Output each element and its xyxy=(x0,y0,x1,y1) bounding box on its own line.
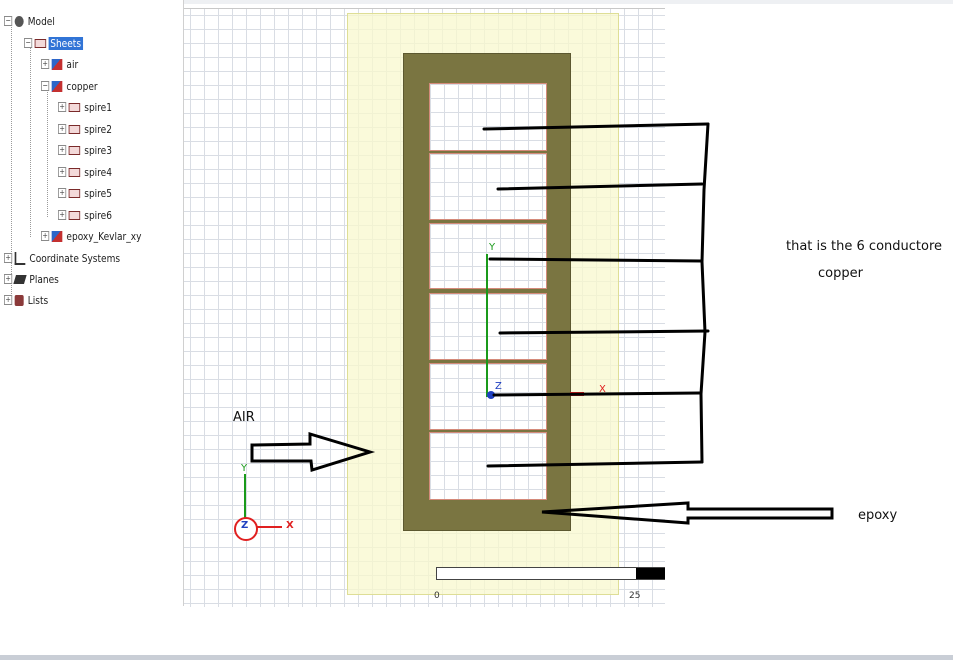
spire-1[interactable] xyxy=(429,83,547,151)
annotation-copper: copper xyxy=(818,266,863,281)
callout-line-2 xyxy=(496,182,704,191)
tree-label: spire1 xyxy=(84,100,112,114)
sheet-icon xyxy=(68,210,81,220)
material-icon xyxy=(51,80,63,92)
tree-label: Model xyxy=(27,14,55,28)
annotation-air: AIR xyxy=(233,410,255,425)
callout-line-6 xyxy=(486,460,704,468)
tree-label: Planes xyxy=(29,272,59,286)
callout-bracket xyxy=(699,122,710,464)
collapse-icon[interactable]: − xyxy=(41,81,50,91)
air-arrow xyxy=(250,431,376,472)
sheet-icon xyxy=(68,124,81,134)
sheet-icon xyxy=(68,188,81,198)
tree-node-planes[interactable]: + Planes xyxy=(4,270,61,288)
tree-node-sheets[interactable]: − Sheets xyxy=(24,34,83,52)
triad-x-label: X xyxy=(286,520,294,531)
tree-node-coordinate-systems[interactable]: + Coordinate Systems xyxy=(4,249,122,267)
annotation-epoxy: epoxy xyxy=(858,508,898,523)
tree-label: Lists xyxy=(27,293,49,307)
epoxy-arrow xyxy=(541,501,834,525)
z-axis-label: Z xyxy=(495,381,502,392)
sheet-icon xyxy=(68,167,81,177)
callout-line-3 xyxy=(488,257,704,263)
tree-guide xyxy=(30,40,31,237)
scale-label-start: 0 xyxy=(434,591,440,601)
expand-icon[interactable]: + xyxy=(4,295,13,305)
y-axis-line xyxy=(486,254,488,397)
spire-2[interactable] xyxy=(429,153,547,220)
tree-guide xyxy=(11,19,12,302)
triad-z-label: Z xyxy=(241,520,249,531)
x-axis-label: X xyxy=(599,384,606,395)
tree-node-spire3[interactable]: + spire3 xyxy=(58,141,114,159)
expand-icon[interactable]: + xyxy=(4,253,13,263)
sheet-icon xyxy=(68,145,81,155)
expand-icon[interactable]: + xyxy=(58,167,67,177)
expand-icon[interactable]: + xyxy=(58,102,67,112)
tree-label: spire4 xyxy=(84,165,112,179)
expand-icon[interactable]: + xyxy=(58,210,67,220)
tree-node-copper[interactable]: − copper xyxy=(41,77,99,95)
tree-node-epoxy[interactable]: + epoxy_Kevlar_xy xyxy=(41,227,143,245)
y-axis-label: Y xyxy=(489,242,496,253)
tree-label: spire5 xyxy=(84,186,112,200)
expand-icon[interactable]: + xyxy=(58,188,67,198)
expand-icon[interactable]: + xyxy=(58,145,67,155)
callout-line-4 xyxy=(498,329,710,335)
model-tree[interactable]: − Model − Sheets + air − copper + spire1… xyxy=(0,0,184,606)
material-icon xyxy=(51,58,63,70)
tree-label: epoxy_Kevlar_xy xyxy=(66,229,142,243)
annotation-conductors: that is the 6 conductore xyxy=(786,239,943,254)
spire-3[interactable] xyxy=(429,223,547,289)
tree-node-spire6[interactable]: + spire6 xyxy=(58,206,114,224)
window-bottom-strip xyxy=(0,655,953,660)
expand-icon[interactable]: + xyxy=(4,274,13,284)
collapse-icon[interactable]: − xyxy=(24,38,33,48)
z-axis-dot xyxy=(487,391,495,399)
callout-line-1 xyxy=(482,122,710,131)
tree-node-spire5[interactable]: + spire5 xyxy=(58,184,114,202)
tree-node-spire1[interactable]: + spire1 xyxy=(58,98,114,116)
collapse-icon[interactable]: − xyxy=(4,16,13,26)
tree-node-lists[interactable]: + Lists xyxy=(4,291,50,309)
callout-line-5 xyxy=(492,391,702,397)
tree-label: spire2 xyxy=(84,122,112,136)
triad-origin xyxy=(234,517,258,541)
triad-y-label: Y xyxy=(241,463,248,474)
tree-label: spire3 xyxy=(84,143,112,157)
sheet-icon xyxy=(68,102,81,112)
triad-y-axis xyxy=(244,474,246,524)
tree-label: copper xyxy=(66,79,98,93)
model-icon xyxy=(14,15,24,27)
lists-icon xyxy=(14,294,24,306)
expand-icon[interactable]: + xyxy=(58,124,67,134)
material-icon xyxy=(51,230,63,242)
spire-4[interactable] xyxy=(429,293,547,360)
triad-x-axis xyxy=(256,526,282,528)
tree-label: air xyxy=(66,57,79,71)
tree-label: Coordinate Systems xyxy=(29,251,121,265)
tree-node-spire4[interactable]: + spire4 xyxy=(58,163,114,181)
tree-node-model[interactable]: − Model xyxy=(4,12,57,30)
scale-bar-segment xyxy=(636,568,665,579)
tree-label: Sheets xyxy=(48,36,83,50)
expand-icon[interactable]: + xyxy=(41,231,50,241)
tree-node-spire2[interactable]: + spire2 xyxy=(58,120,114,138)
sheet-icon xyxy=(34,38,47,48)
tree-label: spire6 xyxy=(84,208,112,222)
modeler-viewport[interactable]: Y Z X Y Z X 0 25 xyxy=(184,8,665,607)
tree-guide xyxy=(47,84,48,217)
expand-icon[interactable]: + xyxy=(41,59,50,69)
window-top-strip xyxy=(0,0,953,4)
coordinate-system-icon xyxy=(14,251,26,265)
tree-node-air[interactable]: + air xyxy=(41,55,80,73)
scale-bar xyxy=(436,567,665,580)
scale-label-end: 25 xyxy=(629,591,641,601)
